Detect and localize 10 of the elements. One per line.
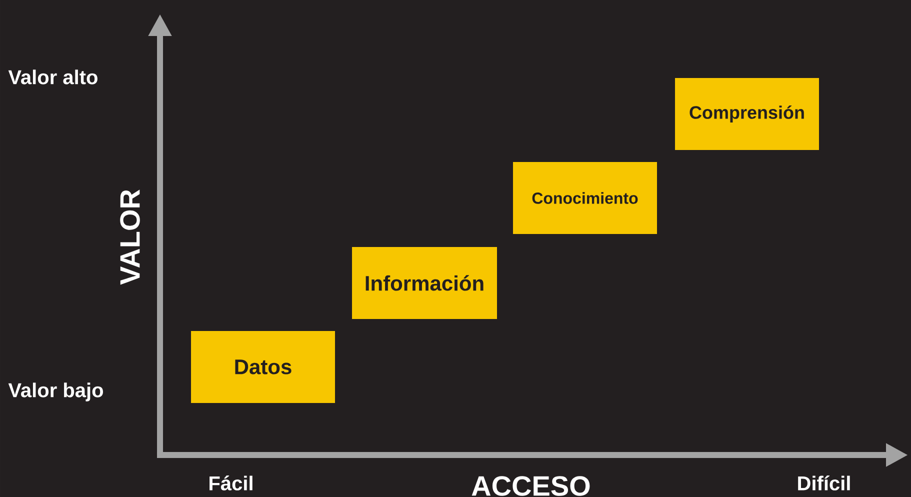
level-box: Datos — [191, 330, 335, 403]
level-box: Información — [352, 246, 497, 319]
axis-label: Valor alto — [8, 70, 98, 84]
axis-label: ACCESO — [472, 476, 590, 496]
axis-label: Valor bajo — [8, 382, 103, 402]
axis-label: Difícil — [798, 476, 850, 490]
axis-label: Fácil — [210, 476, 252, 490]
axis-label: VALOR — [120, 190, 140, 285]
level-box: Comprensión — [675, 78, 819, 150]
level-box: Conocimiento — [513, 162, 657, 234]
